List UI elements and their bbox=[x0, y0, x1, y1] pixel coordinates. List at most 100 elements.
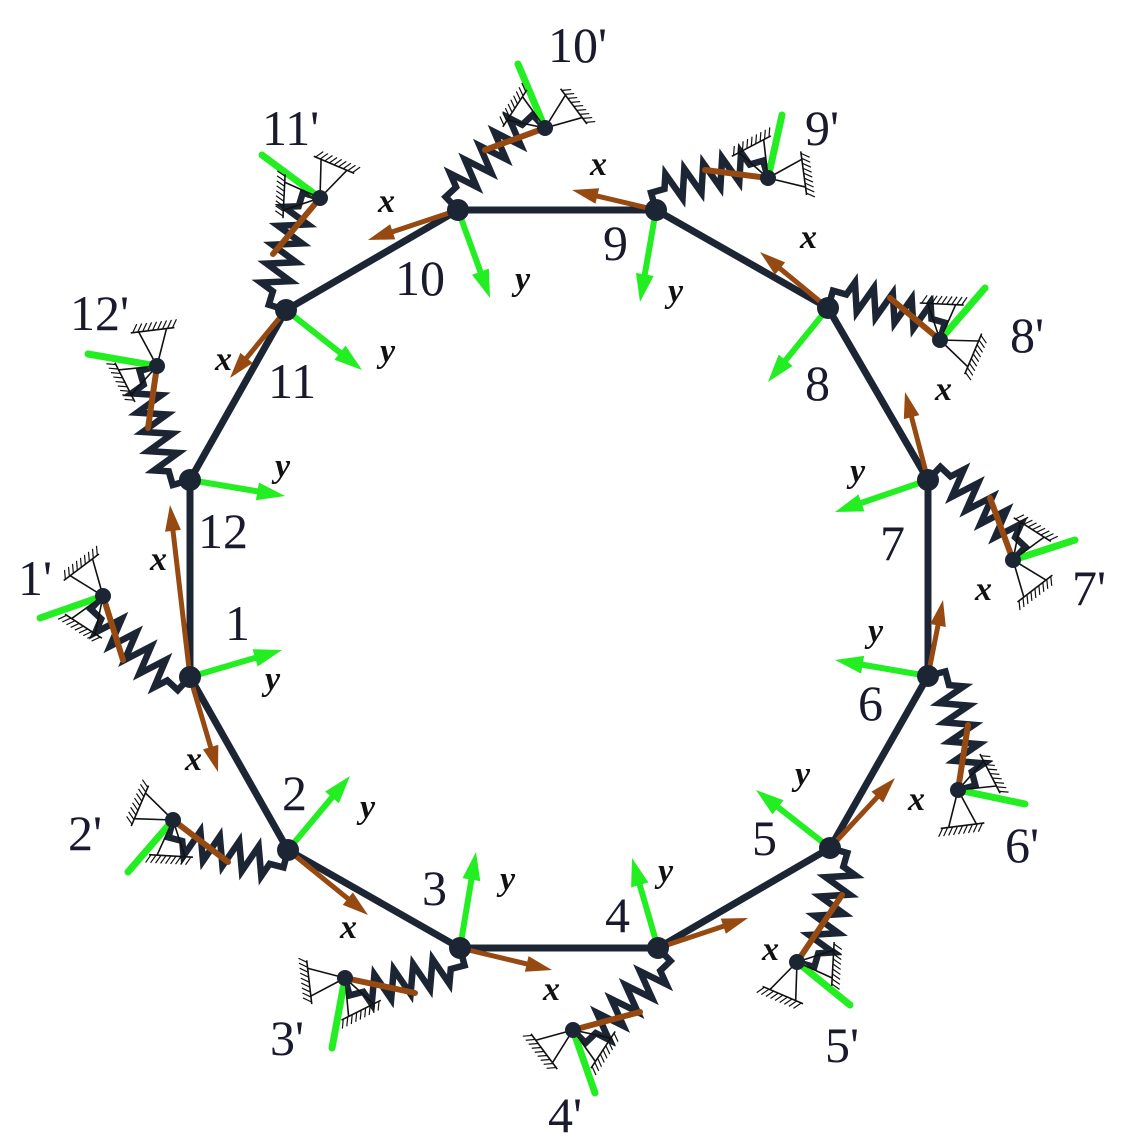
spring-y-bar-7 bbox=[1009, 536, 1079, 564]
x-axis-arrow-6-head bbox=[871, 778, 895, 803]
node-label-2: 2 bbox=[282, 765, 307, 821]
y-axis-label-10: y bbox=[511, 261, 531, 298]
y-axis-label-9: y bbox=[664, 273, 684, 310]
x-axis-label-10: x bbox=[589, 146, 607, 183]
x-axis-arrow-4-shaft bbox=[457, 945, 530, 967]
frame-node-5 bbox=[819, 837, 841, 859]
y-axis-arrow-6-shaft bbox=[859, 661, 931, 679]
spring-y-bar-11 bbox=[258, 151, 324, 202]
spring-x-bar-4 bbox=[570, 1009, 643, 1033]
spring-y-bar-10 bbox=[514, 60, 549, 132]
x-axis-arrow-7-head bbox=[930, 600, 946, 628]
spring-y-bar-4 bbox=[569, 1026, 599, 1097]
spring-y-bar-1 bbox=[36, 592, 107, 622]
node-label-3: 3 bbox=[422, 860, 447, 916]
y-axis-arrow-10-head bbox=[471, 268, 490, 298]
y-axis-arrow-2-head bbox=[325, 776, 350, 804]
y-axis-arrow-11-head bbox=[334, 345, 362, 370]
node-label-1: 1 bbox=[225, 595, 250, 651]
spring-label-11: 11' bbox=[262, 100, 319, 156]
frame-node-1 bbox=[179, 666, 201, 688]
spring-x-bar-12 bbox=[145, 363, 160, 431]
spring-y-bar-12 bbox=[84, 350, 161, 370]
spring-label-10: 10' bbox=[548, 17, 607, 73]
spring-y-bar-6 bbox=[954, 786, 1029, 808]
frame-node-10 bbox=[447, 199, 469, 221]
y-axis-label-2: y bbox=[356, 789, 376, 826]
spring-node-2 bbox=[165, 812, 181, 828]
labels: 11'xy22'xy33'xy44'xy55'xy66'xy77'xy88'x9… bbox=[18, 17, 1106, 1143]
x-axis-label-7: x bbox=[974, 571, 992, 608]
frame-node-7 bbox=[917, 469, 939, 491]
x-axis-label-3: x bbox=[339, 909, 357, 946]
spring-10 bbox=[441, 110, 548, 213]
x-axis-arrow-11-head bbox=[368, 224, 396, 240]
frame-node-4 bbox=[647, 937, 669, 959]
frame-node-6 bbox=[917, 665, 939, 687]
ground-a-9 bbox=[731, 127, 772, 179]
spring-3 bbox=[341, 947, 469, 1014]
spring-label-5: 5' bbox=[825, 1017, 859, 1073]
y-axis-arrow-5-shaft bbox=[775, 804, 833, 851]
spring-y-bar-9 bbox=[764, 111, 786, 182]
y-axis-arrow-7-shaft bbox=[858, 477, 931, 506]
spring-node-11 bbox=[312, 190, 328, 206]
node-label-11: 11 bbox=[268, 353, 316, 409]
spring-label-6: 6' bbox=[1005, 817, 1039, 873]
spring-node-8 bbox=[932, 332, 948, 348]
x-axis-label-8: x bbox=[934, 371, 952, 408]
x-axis-arrow-3-shaft bbox=[285, 847, 351, 902]
ground-b-2 bbox=[126, 779, 174, 827]
x-axis-label-12: x bbox=[214, 341, 232, 378]
node-label-8: 8 bbox=[805, 355, 830, 411]
node-label-7: 7 bbox=[880, 515, 905, 571]
x-axis-arrow-6-shaft bbox=[827, 794, 880, 851]
y-axis-label-5: y bbox=[791, 756, 811, 793]
ground-b-7 bbox=[1012, 559, 1053, 611]
x-axis-arrow-5-head bbox=[720, 918, 748, 934]
x-axis-arrow-2-head bbox=[202, 744, 219, 772]
y-axis-arrow-6-head bbox=[835, 655, 865, 674]
x-axis-arrow-9-head bbox=[760, 252, 786, 275]
y-axis-arrow-7-head bbox=[835, 494, 865, 512]
ground-b-1 bbox=[63, 545, 104, 597]
frame-node-11 bbox=[275, 299, 297, 321]
ground-a-2 bbox=[145, 819, 194, 866]
x-axis-arrow-2-shaft bbox=[187, 674, 214, 750]
y-axis-label-1: y bbox=[261, 661, 281, 698]
x-axis-label-1: x bbox=[149, 541, 167, 578]
frame-node-12 bbox=[179, 469, 201, 491]
spring-x-bar-6 bbox=[955, 722, 971, 793]
spring-label-3: 3' bbox=[270, 1010, 304, 1066]
frame-nodes bbox=[95, 120, 1021, 1038]
spring-x-bar-5 bbox=[794, 892, 845, 965]
ground-b-3 bbox=[298, 957, 346, 1005]
node-label-10: 10 bbox=[395, 250, 445, 306]
spring-y-bar-5 bbox=[793, 958, 854, 1009]
y-axis-arrow-11-shaft bbox=[283, 307, 344, 356]
spring-9 bbox=[647, 142, 772, 211]
y-axis-arrow-8-shaft bbox=[782, 305, 831, 364]
x-axis-label-5: x bbox=[761, 931, 779, 968]
spring-label-2: 2' bbox=[68, 805, 102, 861]
y-axis-label-7: y bbox=[846, 453, 866, 490]
y-axis-label-4: y bbox=[654, 853, 674, 890]
spring-12 bbox=[122, 362, 191, 490]
spring-node-4 bbox=[565, 1022, 581, 1038]
x-axis-arrow-12-head bbox=[230, 352, 253, 378]
spring-x-bar-2 bbox=[170, 817, 231, 865]
y-axis-arrow-12-shaft bbox=[187, 477, 261, 495]
node-label-4: 4 bbox=[605, 887, 630, 943]
x-axis-label-11: x bbox=[377, 183, 395, 220]
x-axis-arrow-10-head bbox=[572, 188, 600, 204]
spring-x-bar-8 bbox=[887, 295, 943, 343]
spring-node-10 bbox=[537, 120, 553, 136]
y-axis-arrow-4-head bbox=[631, 858, 649, 888]
frame-node-2 bbox=[277, 839, 299, 861]
local-axes bbox=[36, 60, 1079, 1097]
frame-node-9 bbox=[645, 199, 667, 221]
springs bbox=[86, 110, 1030, 1048]
y-axis-arrow-1-head bbox=[252, 649, 282, 667]
ground-b-11 bbox=[313, 151, 361, 199]
